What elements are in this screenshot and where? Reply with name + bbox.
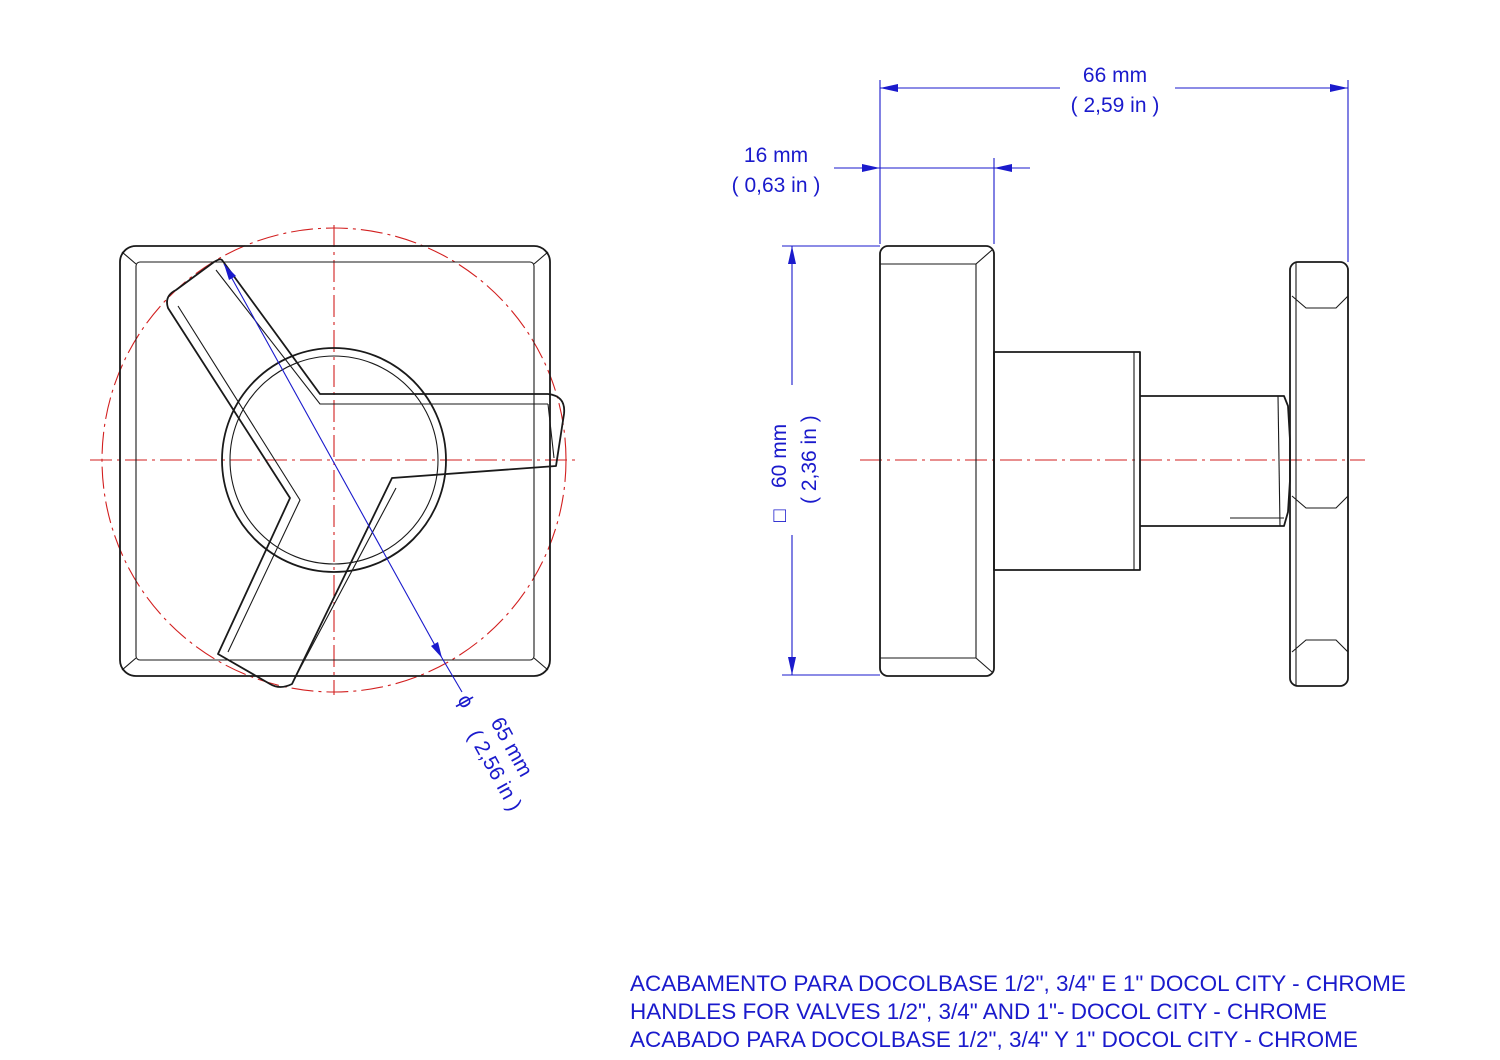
central-hub xyxy=(221,347,447,573)
three-arm-handle xyxy=(166,258,566,688)
diameter-symbol: ɸ xyxy=(453,691,479,712)
side-base-block xyxy=(879,245,995,677)
overall-depth-metric-label: 66 mm xyxy=(1083,64,1147,87)
square-base-plate xyxy=(119,245,551,677)
base-depth-metric-label: 16 mm xyxy=(744,144,808,167)
base-side-metric-label: 60 mm xyxy=(768,424,791,488)
base-side-dimension: □ 60 mm ( 2,36 in ) xyxy=(768,245,880,676)
base-side-symbol: □ xyxy=(768,509,791,522)
side-handle xyxy=(1289,261,1349,687)
side-stem xyxy=(1140,395,1291,527)
base-side-imperial-label: ( 2,36 in ) xyxy=(798,415,821,504)
front-view: ɸ 65 mm ( 2,56 in ) xyxy=(90,225,580,815)
base-depth-dimension: 16 mm ( 0,63 in ) xyxy=(732,144,1030,244)
side-collar xyxy=(993,351,1141,571)
side-view: 66 mm ( 2,59 in ) 16 mm ( 0,63 in ) □ 60… xyxy=(732,64,1365,687)
title-block: ACABAMENTO PARA DOCOLBASE 1/2", 3/4" E 1… xyxy=(630,970,1406,1054)
title-line-spanish: ACABADO PARA DOCOLBASE 1/2", 3/4" Y 1" D… xyxy=(630,1027,1358,1052)
diameter-dimension xyxy=(223,263,463,693)
title-line-english: HANDLES FOR VALVES 1/2", 3/4" AND 1"- DO… xyxy=(630,999,1328,1024)
title-line-portuguese: ACABAMENTO PARA DOCOLBASE 1/2", 3/4" E 1… xyxy=(630,971,1406,996)
overall-depth-imperial-label: ( 2,59 in ) xyxy=(1071,94,1160,117)
overall-depth-dimension: 66 mm ( 2,59 in ) xyxy=(879,64,1349,262)
base-depth-imperial-label: ( 0,63 in ) xyxy=(732,174,821,197)
